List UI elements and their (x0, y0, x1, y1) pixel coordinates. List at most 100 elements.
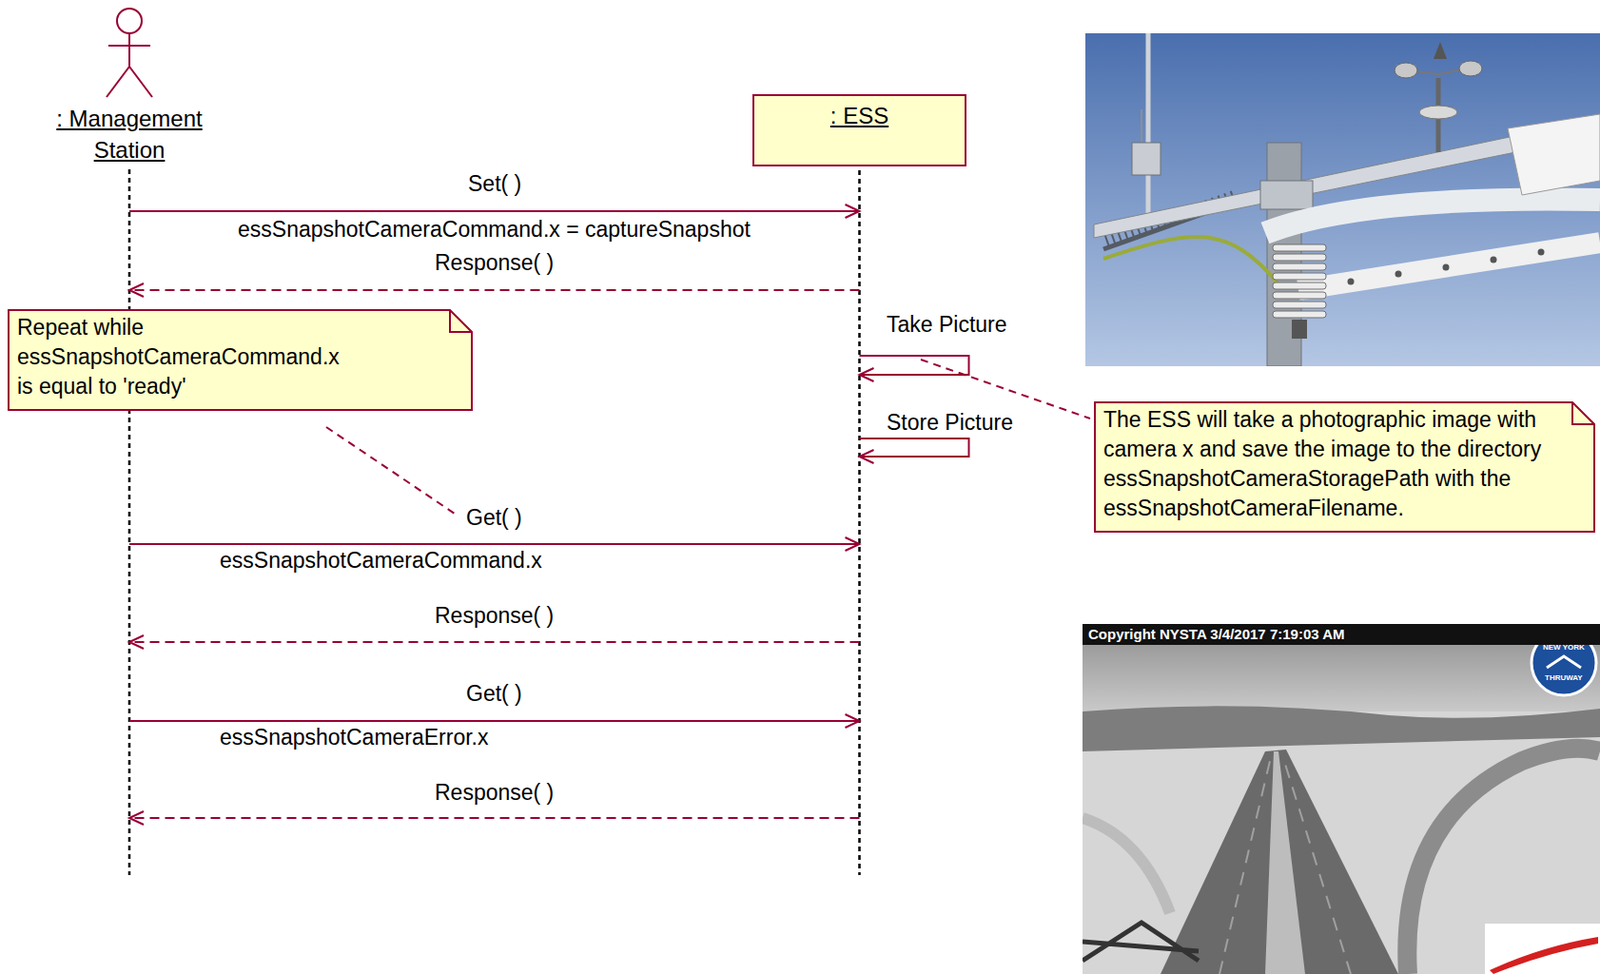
arm-hole (1395, 271, 1403, 278)
road-scene (1082, 644, 1600, 974)
arrow-head (859, 368, 875, 382)
actor-body (128, 33, 131, 67)
thruway-logo (1531, 644, 1597, 696)
node-label: Repeat while essSnapshotCameraCommand.x … (17, 312, 351, 402)
logo-text: NEW YORK (1542, 643, 1585, 653)
response-message (129, 283, 860, 297)
tree-line (1082, 705, 1600, 752)
shield-plate (1272, 301, 1327, 309)
call-message (129, 204, 860, 218)
message-label: Get( ) (463, 505, 526, 532)
message-line (859, 355, 970, 375)
caption-bar (1082, 624, 1600, 645)
self-message (859, 355, 970, 382)
message-label: Response( ) (431, 780, 557, 807)
anemometer-cup (1459, 60, 1483, 77)
note-fold (449, 310, 472, 332)
lifeline (858, 170, 861, 876)
sensor (1131, 142, 1161, 176)
message-line (129, 543, 860, 546)
note-shape (8, 310, 472, 410)
sky (1085, 33, 1600, 367)
lower-arm (1265, 198, 1600, 234)
shield-plate (1272, 292, 1327, 299)
node-label: : ESS (754, 96, 965, 131)
bottom-arm (1298, 242, 1600, 291)
sensor-box (1260, 180, 1313, 210)
message-line (129, 817, 860, 820)
message-line (129, 210, 860, 213)
actor-head (117, 8, 142, 34)
photo-caption: Copyright NYSTA 3/4/2017 7:19:03 AM (1085, 625, 1348, 644)
arrow-head (845, 537, 860, 551)
shield-plate (1272, 273, 1327, 280)
message-argument: essSnapshotCameraCommand.x (216, 547, 546, 575)
arrow-head (845, 204, 860, 218)
arrow-head (129, 283, 144, 297)
node-label: : Management Station (34, 102, 225, 166)
uml-note: Repeat while essSnapshotCameraCommand.x … (7, 309, 473, 411)
lifeline (128, 169, 132, 876)
actor-arms (108, 44, 151, 47)
response-message (129, 811, 860, 825)
node-label: The ESS will take a photographic image w… (1103, 405, 1551, 524)
actor-lifeline-head: : Management Station (15, 3, 244, 166)
lifeline-object-box: : ESS (752, 94, 967, 167)
anemometer-base (1419, 105, 1458, 119)
road-camera-photo (1082, 624, 1600, 974)
message-argument: essSnapshotCameraCommand.x = captureSnap… (234, 216, 754, 244)
bank (1082, 818, 1171, 914)
rod (1140, 109, 1143, 143)
shield-plate (1272, 263, 1327, 271)
foggy-sky (1082, 644, 1600, 712)
road (1160, 749, 1399, 974)
lane-line (1219, 760, 1270, 974)
shield-connector (1291, 319, 1308, 339)
arrow-head (845, 714, 860, 728)
sensor-head (1507, 114, 1600, 196)
actor-leg (106, 66, 130, 98)
radiation-shield (1272, 244, 1327, 318)
message-label: Take Picture (883, 312, 1011, 339)
message-line (859, 438, 970, 457)
ramp (1406, 748, 1600, 974)
message-label: Response( ) (431, 250, 557, 277)
bridge-truss (1082, 922, 1199, 961)
shield-plate (1272, 282, 1327, 290)
lane-line (1284, 760, 1351, 974)
response-message (129, 635, 860, 649)
shield-plate (1272, 244, 1327, 252)
message-label: Set( ) (465, 171, 525, 198)
shield-plate (1272, 311, 1327, 318)
message-line (129, 289, 860, 292)
cable (1103, 236, 1280, 286)
rod (1146, 33, 1152, 224)
message-line (129, 641, 860, 644)
actor-leg (129, 66, 153, 98)
message-label: Get( ) (463, 681, 526, 708)
anemometer-cup (1394, 62, 1418, 79)
snow-field (1082, 644, 1600, 974)
message-argument: essSnapshotCameraError.x (216, 724, 492, 752)
message-label: Store Picture (883, 409, 1016, 437)
logo-text: THRUWAY (1544, 673, 1583, 683)
note-fold (1572, 402, 1595, 425)
arrow-head (129, 811, 144, 825)
actor-figure (15, 3, 244, 103)
note-leader (326, 427, 455, 514)
arm-hole (1490, 256, 1498, 264)
weather-station-photo (1085, 33, 1600, 367)
message-line (129, 720, 860, 722)
note-shape (1094, 402, 1595, 532)
uml-note: The ESS will take a photographic image w… (1093, 401, 1596, 533)
median (1265, 751, 1306, 974)
logo-mark (1546, 656, 1581, 668)
arrow-head (129, 635, 144, 649)
arm-hole (1347, 278, 1355, 286)
arm-hole (1443, 264, 1450, 272)
message-label: Response( ) (431, 603, 557, 630)
wind-vane (1433, 41, 1447, 59)
arm-hole (1538, 249, 1545, 256)
red-swoosh (1489, 936, 1599, 974)
